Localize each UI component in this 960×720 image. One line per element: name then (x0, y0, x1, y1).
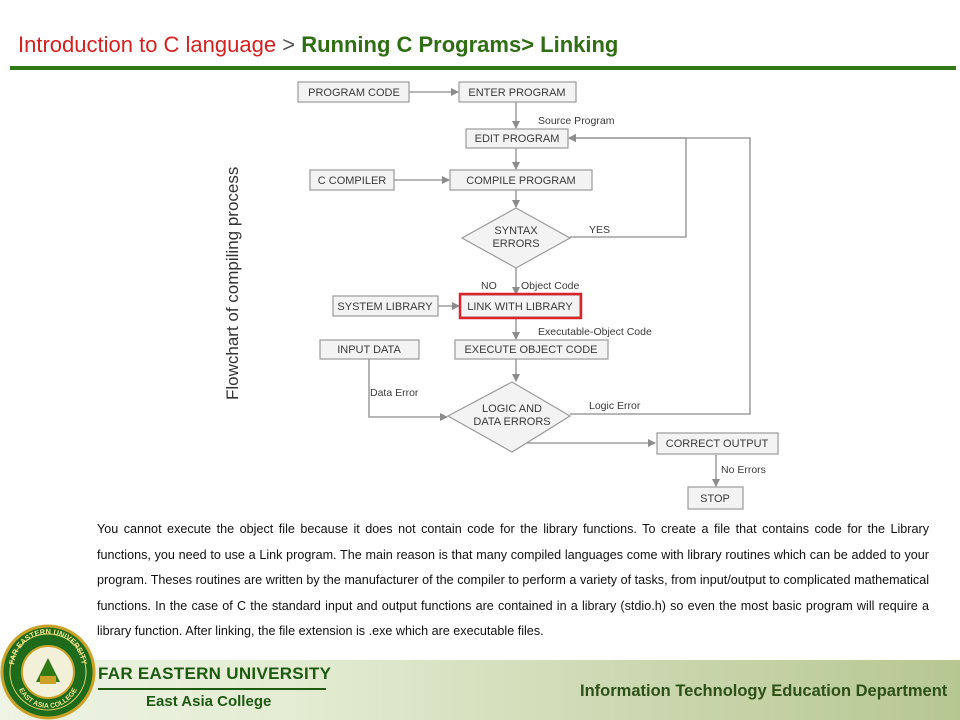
node-stop: STOP (687, 486, 744, 510)
compiling-flowchart: Flowchart of compiling process PROGRAM C… (223, 81, 779, 510)
university-seal-logo: FAR EASTERN UNIVERSITY EAST ASIA COLLEGE (0, 624, 96, 720)
arrow-logic-correct (511, 439, 656, 452)
svg-text:DATA ERRORS: DATA ERRORS (473, 416, 550, 428)
label-data-error: Data Error (370, 387, 419, 399)
node-execute-object-code: EXECUTE OBJECT CODE (454, 339, 609, 360)
svg-text:EXECUTE OBJECT CODE: EXECUTE OBJECT CODE (464, 344, 597, 356)
node-enter-program: ENTER PROGRAM (458, 81, 577, 103)
svg-text:C COMPILER: C COMPILER (318, 175, 387, 187)
slide-title: Introduction to C language > Running C P… (18, 32, 618, 58)
svg-text:ENTER PROGRAM: ENTER PROGRAM (468, 87, 565, 99)
node-link-with-library: LINK WITH LIBRARY (458, 292, 583, 320)
label-yes: YES (589, 224, 610, 236)
linking-explanation: You cannot execute the object file becau… (97, 522, 929, 639)
svg-text:ERRORS: ERRORS (492, 238, 539, 250)
node-syntax-errors: SYNTAX ERRORS (460, 207, 572, 269)
node-c-compiler: C COMPILER (309, 169, 395, 191)
node-input-data: INPUT DATA (319, 339, 420, 360)
svg-text:CORRECT OUTPUT: CORRECT OUTPUT (666, 438, 769, 450)
label-no-errors: No Errors (721, 464, 766, 476)
node-edit-program: EDIT PROGRAM (465, 128, 569, 149)
arrow-input-data (368, 359, 448, 421)
svg-text:LOGIC AND: LOGIC AND (482, 403, 542, 415)
arrow-logic-error (568, 134, 751, 415)
college-name: East Asia College (146, 693, 272, 710)
node-compile-program: COMPILE PROGRAM (449, 169, 593, 191)
footer-band (0, 660, 960, 720)
header-divider (10, 66, 956, 70)
link-highlight-box (458, 292, 583, 320)
title-separator: > (282, 32, 296, 57)
node-program-code: PROGRAM CODE (297, 81, 410, 103)
department-name: Information Technology Education Departm… (580, 682, 948, 700)
svg-text:SYSTEM LIBRARY: SYSTEM LIBRARY (337, 301, 433, 313)
svg-text:LINK WITH LIBRARY: LINK WITH LIBRARY (467, 301, 573, 313)
svg-text:INPUT DATA: INPUT DATA (337, 344, 401, 356)
label-logic-error: Logic Error (589, 400, 641, 412)
title-part-topic: Running C Programs> Linking (301, 32, 619, 57)
svg-text:SYNTAX: SYNTAX (494, 225, 538, 237)
university-name: FAR EASTERN UNIVERSITY (98, 664, 332, 683)
svg-text:EDIT PROGRAM: EDIT PROGRAM (475, 133, 560, 145)
university-name-rule (98, 688, 326, 690)
label-source-program: Source Program (538, 115, 615, 127)
label-object-code: Object Code (521, 280, 580, 292)
svg-text:PROGRAM CODE: PROGRAM CODE (308, 87, 400, 99)
node-logic-data-errors: LOGIC AND DATA ERRORS (446, 381, 572, 453)
flowchart-side-title: Flowchart of compiling process (223, 167, 242, 400)
label-no: NO (481, 280, 497, 292)
label-executable-object-code: Executable-Object Code (538, 326, 652, 338)
svg-text:STOP: STOP (700, 493, 730, 505)
node-system-library: SYSTEM LIBRARY (332, 295, 439, 317)
svg-text:COMPILE PROGRAM: COMPILE PROGRAM (466, 175, 575, 187)
title-part-course: Introduction to C language (18, 32, 277, 57)
node-correct-output: CORRECT OUTPUT (656, 432, 779, 455)
